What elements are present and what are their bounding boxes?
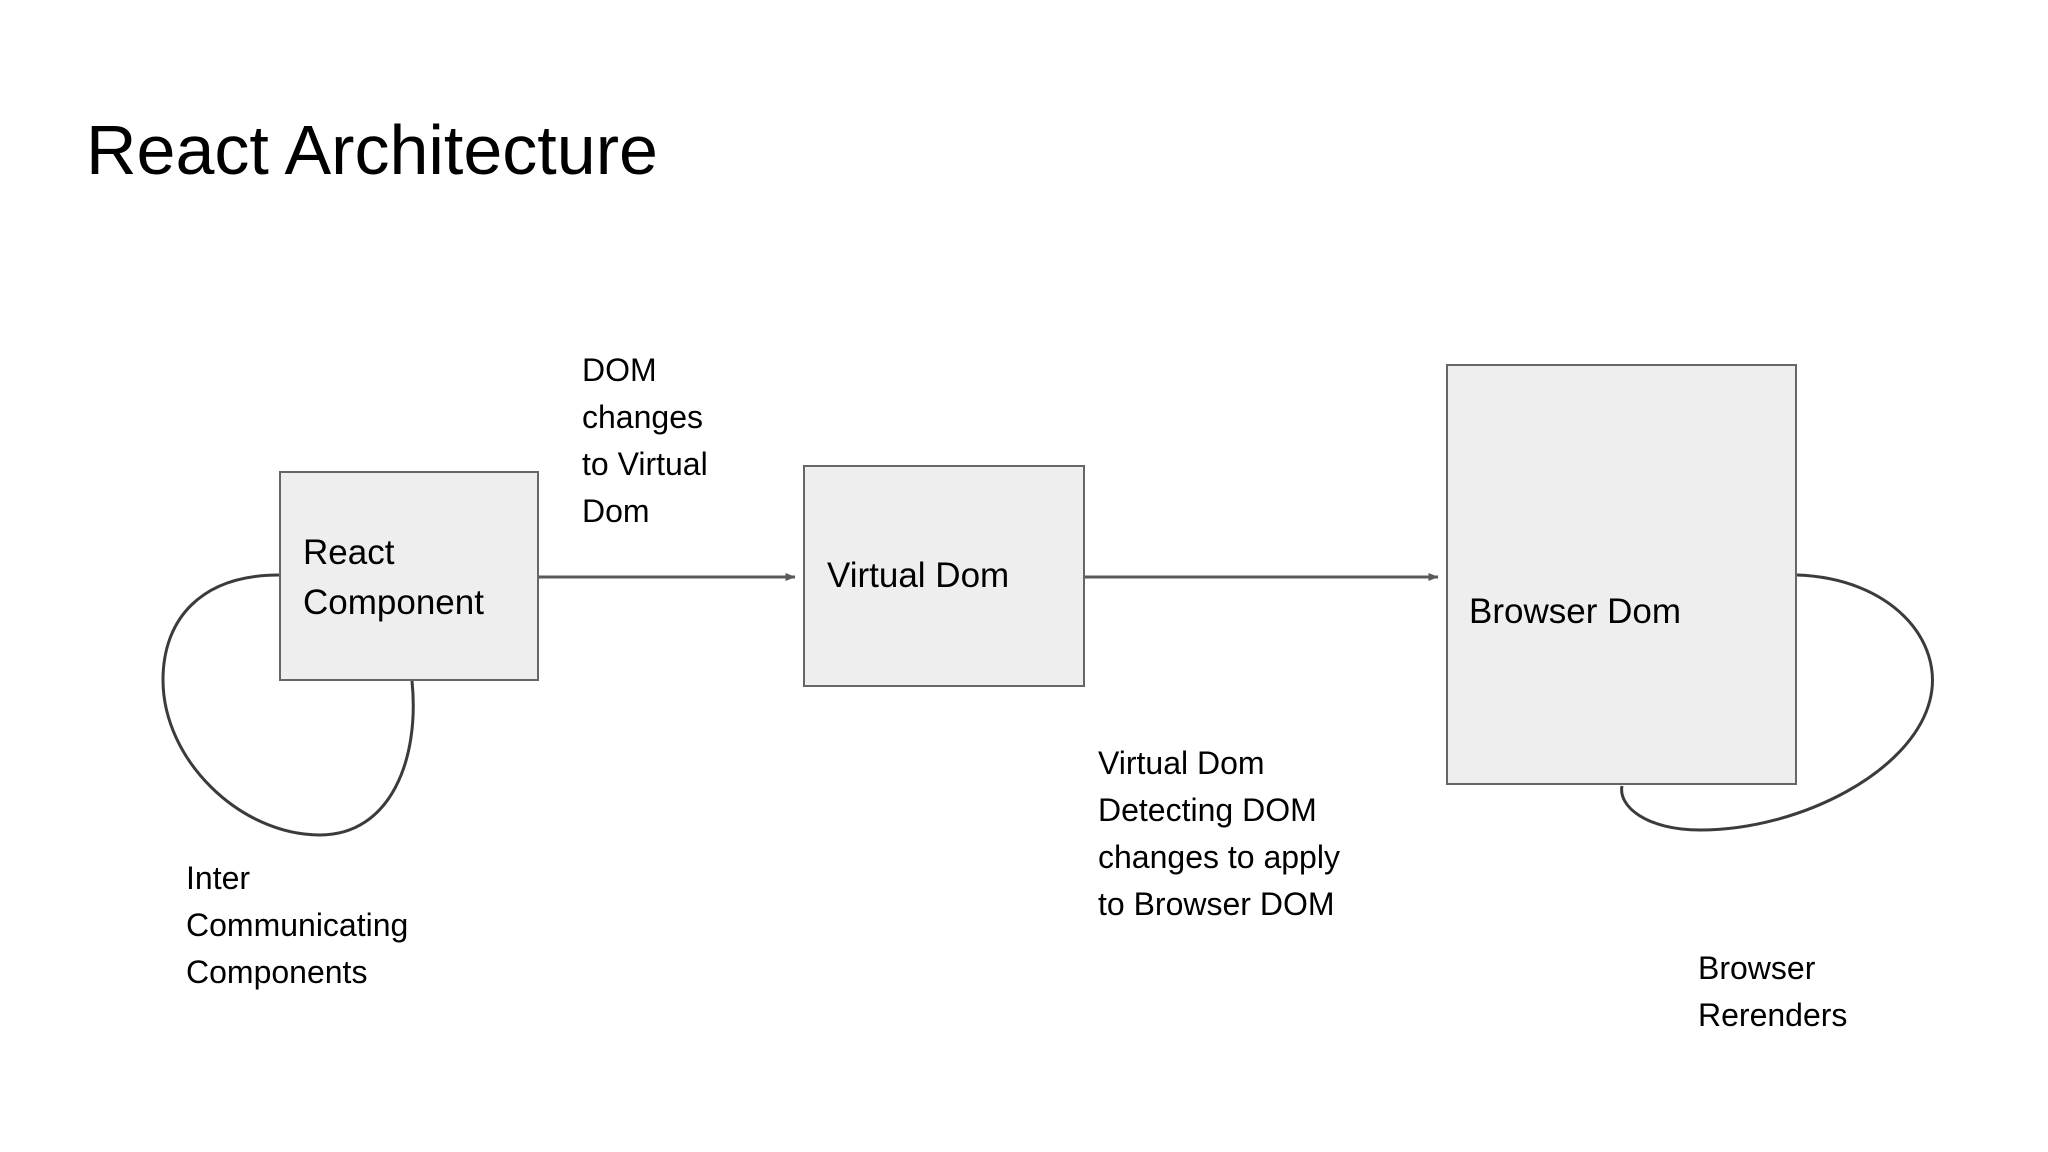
node-react-component[interactable] (279, 471, 539, 681)
self-loop-label-react-component: Inter Communicating Components (186, 860, 409, 990)
node-virtual-dom[interactable] (803, 465, 1085, 687)
edge-label-virtual-to-browser: Virtual Dom Detecting DOM changes to app… (1098, 745, 1340, 922)
node-browser-dom[interactable] (1446, 364, 1797, 785)
page-title: React Architecture (86, 111, 658, 189)
node-virtual-dom-label: Virtual Dom (827, 556, 1010, 595)
self-loop-label-browser-dom: Browser Rerenders (1698, 950, 1848, 1033)
node-react-component-label: React Component (303, 533, 484, 622)
edge-label-react-to-virtual: DOM changes to Virtual Dom (582, 352, 708, 529)
node-browser-dom-label: Browser Dom (1469, 592, 1681, 631)
